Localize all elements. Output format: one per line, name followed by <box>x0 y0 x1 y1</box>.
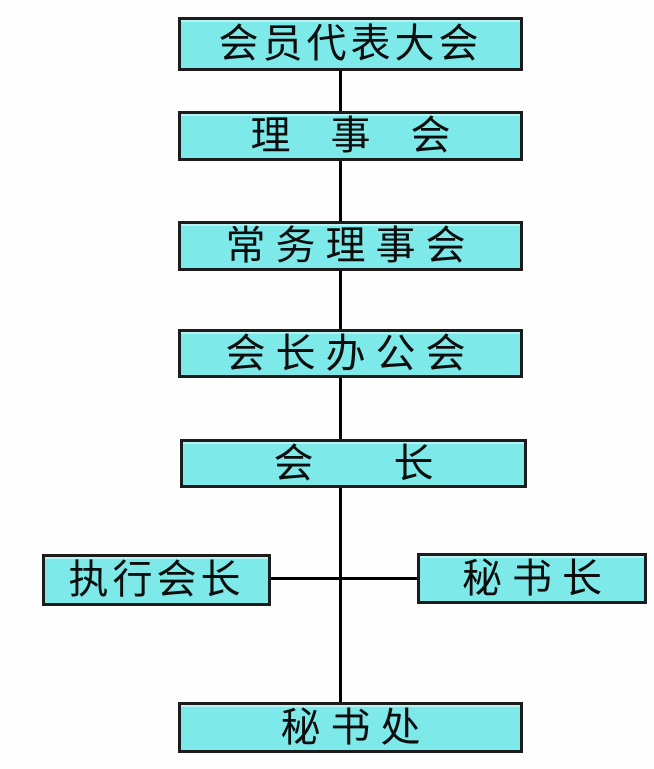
node-secretary-general: 秘 书 长 <box>417 553 647 604</box>
node-standing-council: 常务理事会 <box>178 221 523 271</box>
node-standing-council-label: 常务理事会 <box>225 223 476 268</box>
node-president: 会 长 <box>180 439 527 488</box>
node-council: 理 事 会 <box>178 111 523 161</box>
node-executive-president: 执行会长 <box>42 554 271 606</box>
node-secretariat-label: 秘 书 处 <box>280 704 421 750</box>
node-secretariat: 秘 书 处 <box>178 702 523 753</box>
node-president-office: 会长办公会 <box>178 329 523 378</box>
node-secretary-general-label: 秘 书 长 <box>462 555 602 601</box>
node-member-congress-label: 会员代表大会 <box>218 21 483 66</box>
node-member-congress: 会员代表大会 <box>178 17 523 71</box>
node-council-label: 理 事 会 <box>250 113 451 158</box>
vertical-connector-line <box>339 70 342 703</box>
horizontal-connector-line <box>271 577 417 580</box>
node-executive-president-label: 执行会长 <box>68 557 245 602</box>
node-president-label: 会 长 <box>273 440 434 486</box>
node-president-office-label: 会长办公会 <box>225 330 476 376</box>
